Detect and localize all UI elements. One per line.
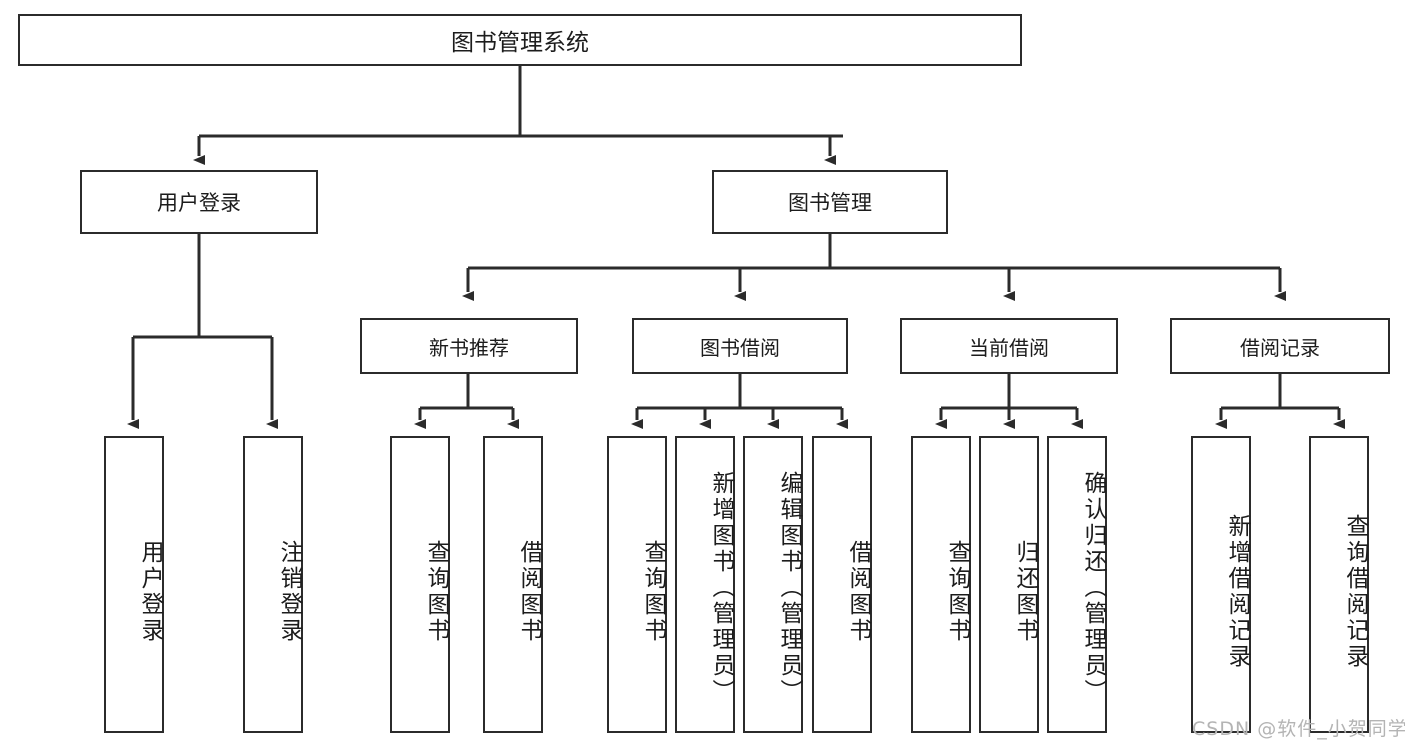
leaf-label: 用户登录 [137,539,163,644]
leaf-label: 借阅图书 [845,539,871,644]
leaf-current-borrow-confirm-return[interactable]: 确认归还（管理员） [1047,436,1107,733]
leaf-user-login-login[interactable]: 用户登录 [104,436,164,733]
node-new-book-recommend-label: 新书推荐 [429,335,509,360]
leaf-book-borrow-query[interactable]: 查询图书 [607,436,667,733]
leaf-label: 归还图书 [1012,539,1038,644]
node-book-management-label: 图书管理 [788,191,872,215]
leaf-label: 查询图书 [944,539,970,644]
node-root[interactable]: 图书管理系统 [18,14,1022,66]
leaf-label: 借阅图书 [516,539,542,644]
leaf-book-borrow-borrow[interactable]: 借阅图书 [812,436,872,733]
node-root-label: 图书管理系统 [451,30,589,56]
leaf-new-book-borrow[interactable]: 借阅图书 [483,436,543,733]
node-new-book-recommend[interactable]: 新书推荐 [360,318,578,374]
leaf-borrow-records-add[interactable]: 新增借阅记录 [1191,436,1251,733]
leaf-label: 确认归还（管理员） [1080,470,1106,705]
leaf-label: 新增图书（管理员） [708,470,734,705]
leaf-label: 查询图书 [423,539,449,644]
node-current-borrow-label: 当前借阅 [969,335,1049,360]
leaf-user-login-logout[interactable]: 注销登录 [243,436,303,733]
leaf-label: 新增借阅记录 [1224,513,1250,670]
leaf-book-borrow-add[interactable]: 新增图书（管理员） [675,436,735,733]
node-user-login[interactable]: 用户登录 [80,170,318,234]
leaf-new-book-query[interactable]: 查询图书 [390,436,450,733]
leaf-label: 注销登录 [276,539,302,644]
node-borrow-records[interactable]: 借阅记录 [1170,318,1390,374]
node-book-borrow[interactable]: 图书借阅 [632,318,848,374]
leaf-label: 查询借阅记录 [1342,513,1368,670]
node-user-login-label: 用户登录 [157,191,241,215]
leaf-current-borrow-return[interactable]: 归还图书 [979,436,1039,733]
node-current-borrow[interactable]: 当前借阅 [900,318,1118,374]
node-book-management[interactable]: 图书管理 [712,170,948,234]
leaf-label: 编辑图书（管理员） [776,470,802,705]
leaf-book-borrow-edit[interactable]: 编辑图书（管理员） [743,436,803,733]
leaf-label: 查询图书 [640,539,666,644]
leaf-borrow-records-query[interactable]: 查询借阅记录 [1309,436,1369,733]
leaf-current-borrow-query[interactable]: 查询图书 [911,436,971,733]
node-borrow-records-label: 借阅记录 [1240,335,1320,360]
node-book-borrow-label: 图书借阅 [700,335,780,360]
